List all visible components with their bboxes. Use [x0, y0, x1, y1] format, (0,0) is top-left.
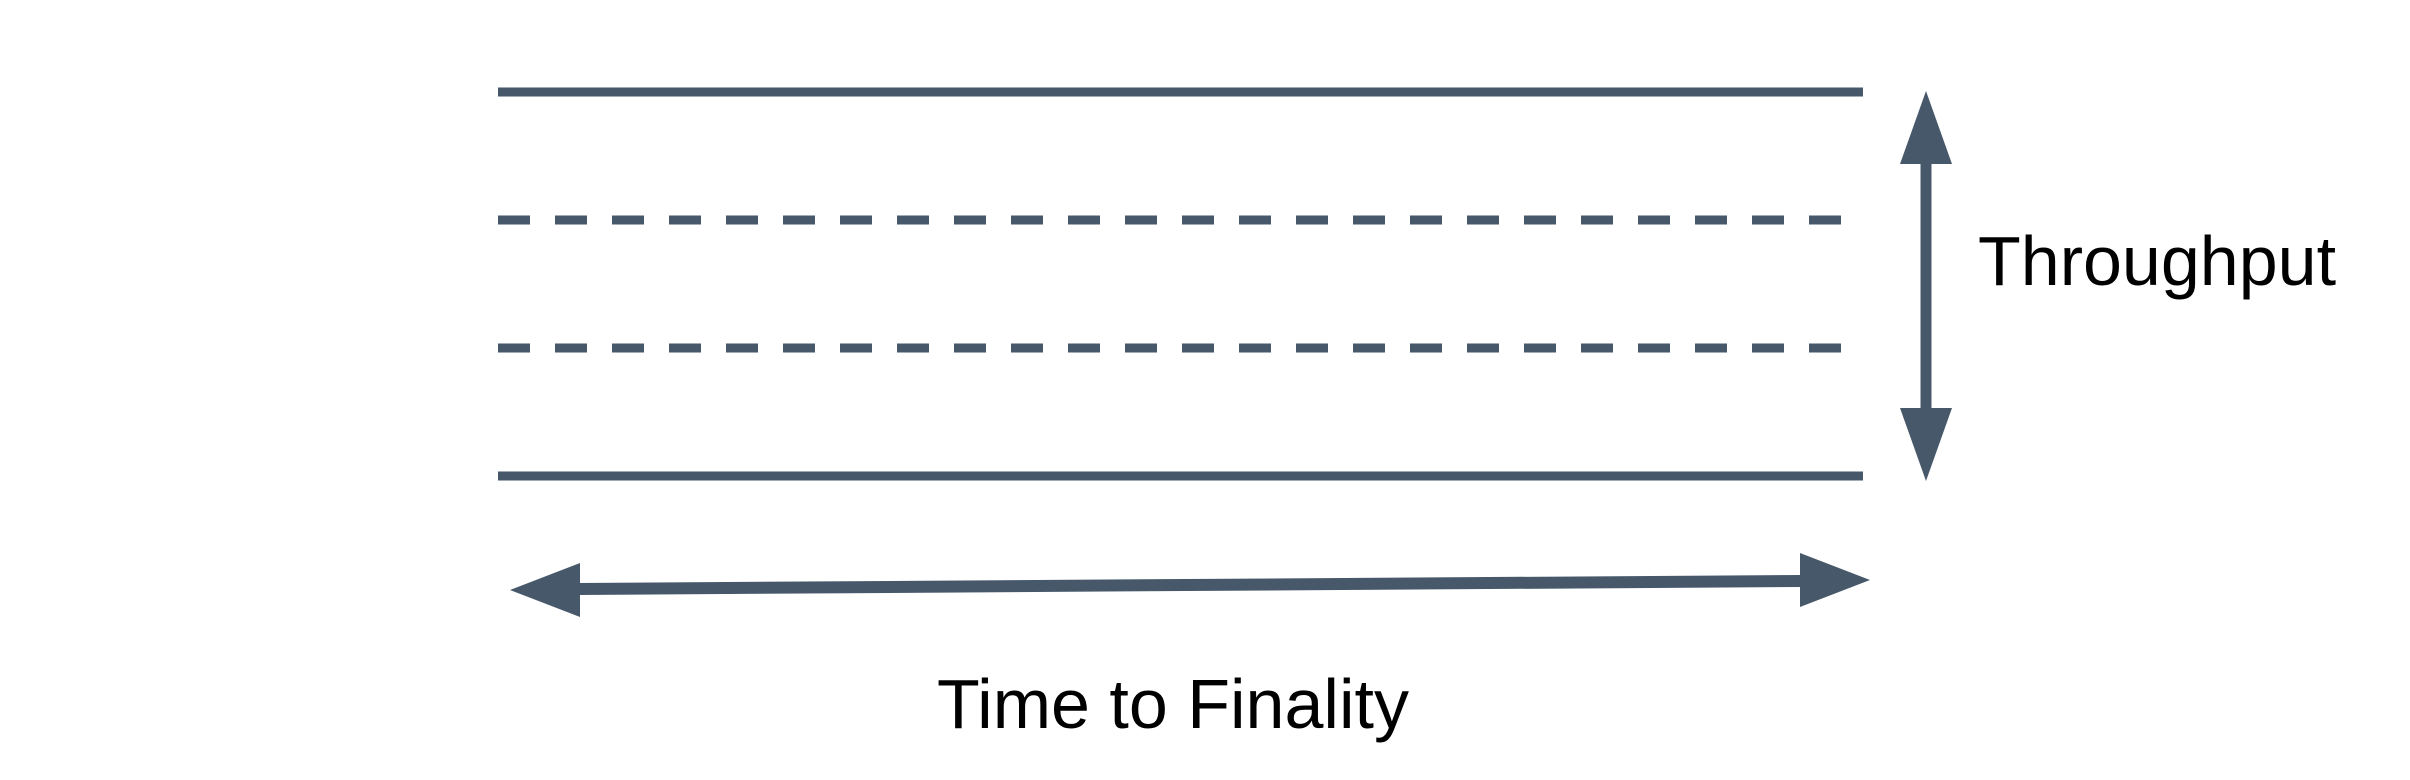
horizontal-arrow-head-left [510, 563, 580, 617]
lane-lines [498, 87, 1863, 481]
vertical-arrow-head-up [1900, 91, 1952, 164]
horizontal-arrow-shaft [577, 575, 1803, 595]
vertical-arrow-head-down [1900, 408, 1952, 481]
throughput-label: Throughput [1978, 222, 2337, 300]
horizontal-double-arrow-icon [510, 553, 1870, 617]
time-to-finality-label: Time to Finality [937, 665, 1409, 743]
horizontal-arrow-head-right [1800, 553, 1870, 607]
vertical-double-arrow-icon [1900, 91, 1952, 481]
